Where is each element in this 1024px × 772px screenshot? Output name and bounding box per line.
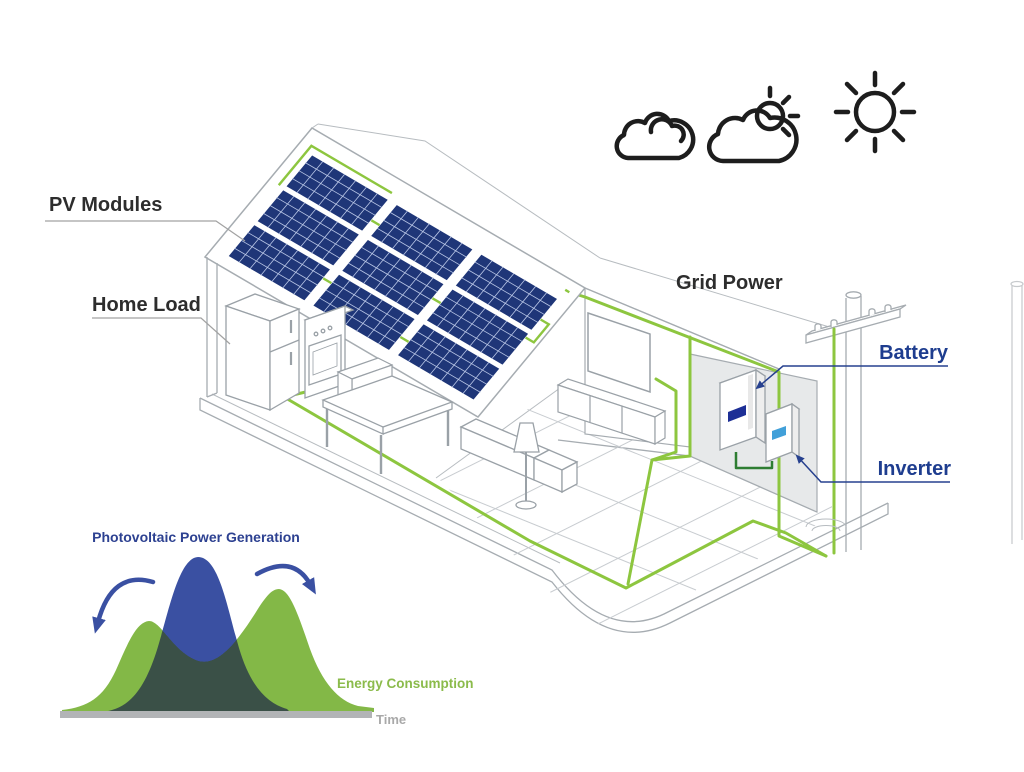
inverter-screen	[772, 426, 786, 440]
service-wire	[599, 257, 837, 330]
floor-lamp	[513, 422, 540, 510]
battery-unit	[718, 368, 767, 451]
utility-pole-far	[1010, 280, 1024, 544]
pv-generation-area	[102, 557, 290, 712]
dining-table	[321, 375, 454, 474]
roof	[205, 124, 600, 417]
arrow-left-icon	[92, 577, 156, 634]
chart: Photovoltaic Power Generation Energy Con…	[60, 529, 474, 727]
leader-home-load	[92, 317, 231, 345]
leader-pv-modules	[45, 220, 246, 242]
ground-conduit	[805, 518, 847, 532]
label-inverter: Inverter	[878, 458, 952, 480]
inverter-unit	[764, 402, 801, 463]
utility-pole	[805, 291, 907, 555]
wire-battery-inverter	[734, 452, 774, 470]
sun-icon	[833, 70, 917, 154]
label-pv-modules: PV Modules	[49, 194, 162, 216]
leader-battery	[755, 365, 948, 390]
refrigerator	[224, 293, 301, 412]
clouds-icon	[614, 111, 696, 161]
label-energy-consumption: Energy Consumption	[337, 676, 474, 691]
pv-array	[228, 155, 558, 400]
crossarm	[805, 304, 907, 344]
cloud-sun-icon	[706, 85, 801, 164]
left-wall	[206, 257, 218, 398]
label-grid-power: Grid Power	[676, 272, 783, 294]
annotations: PV Modules Home Load Grid Power Battery …	[45, 194, 952, 483]
arrow-right-icon	[254, 563, 316, 595]
battery-screen	[728, 405, 746, 422]
tv	[587, 311, 651, 394]
chart-title: Photovoltaic Power Generation	[92, 529, 300, 545]
label-home-load: Home Load	[92, 294, 201, 316]
consumption-area	[62, 589, 374, 712]
roof-wiring	[234, 143, 574, 392]
leader-inverter	[795, 454, 950, 483]
time-axis	[60, 711, 372, 718]
axis-label-time: Time	[376, 712, 406, 727]
tv-console	[556, 378, 667, 446]
label-battery: Battery	[879, 342, 949, 364]
